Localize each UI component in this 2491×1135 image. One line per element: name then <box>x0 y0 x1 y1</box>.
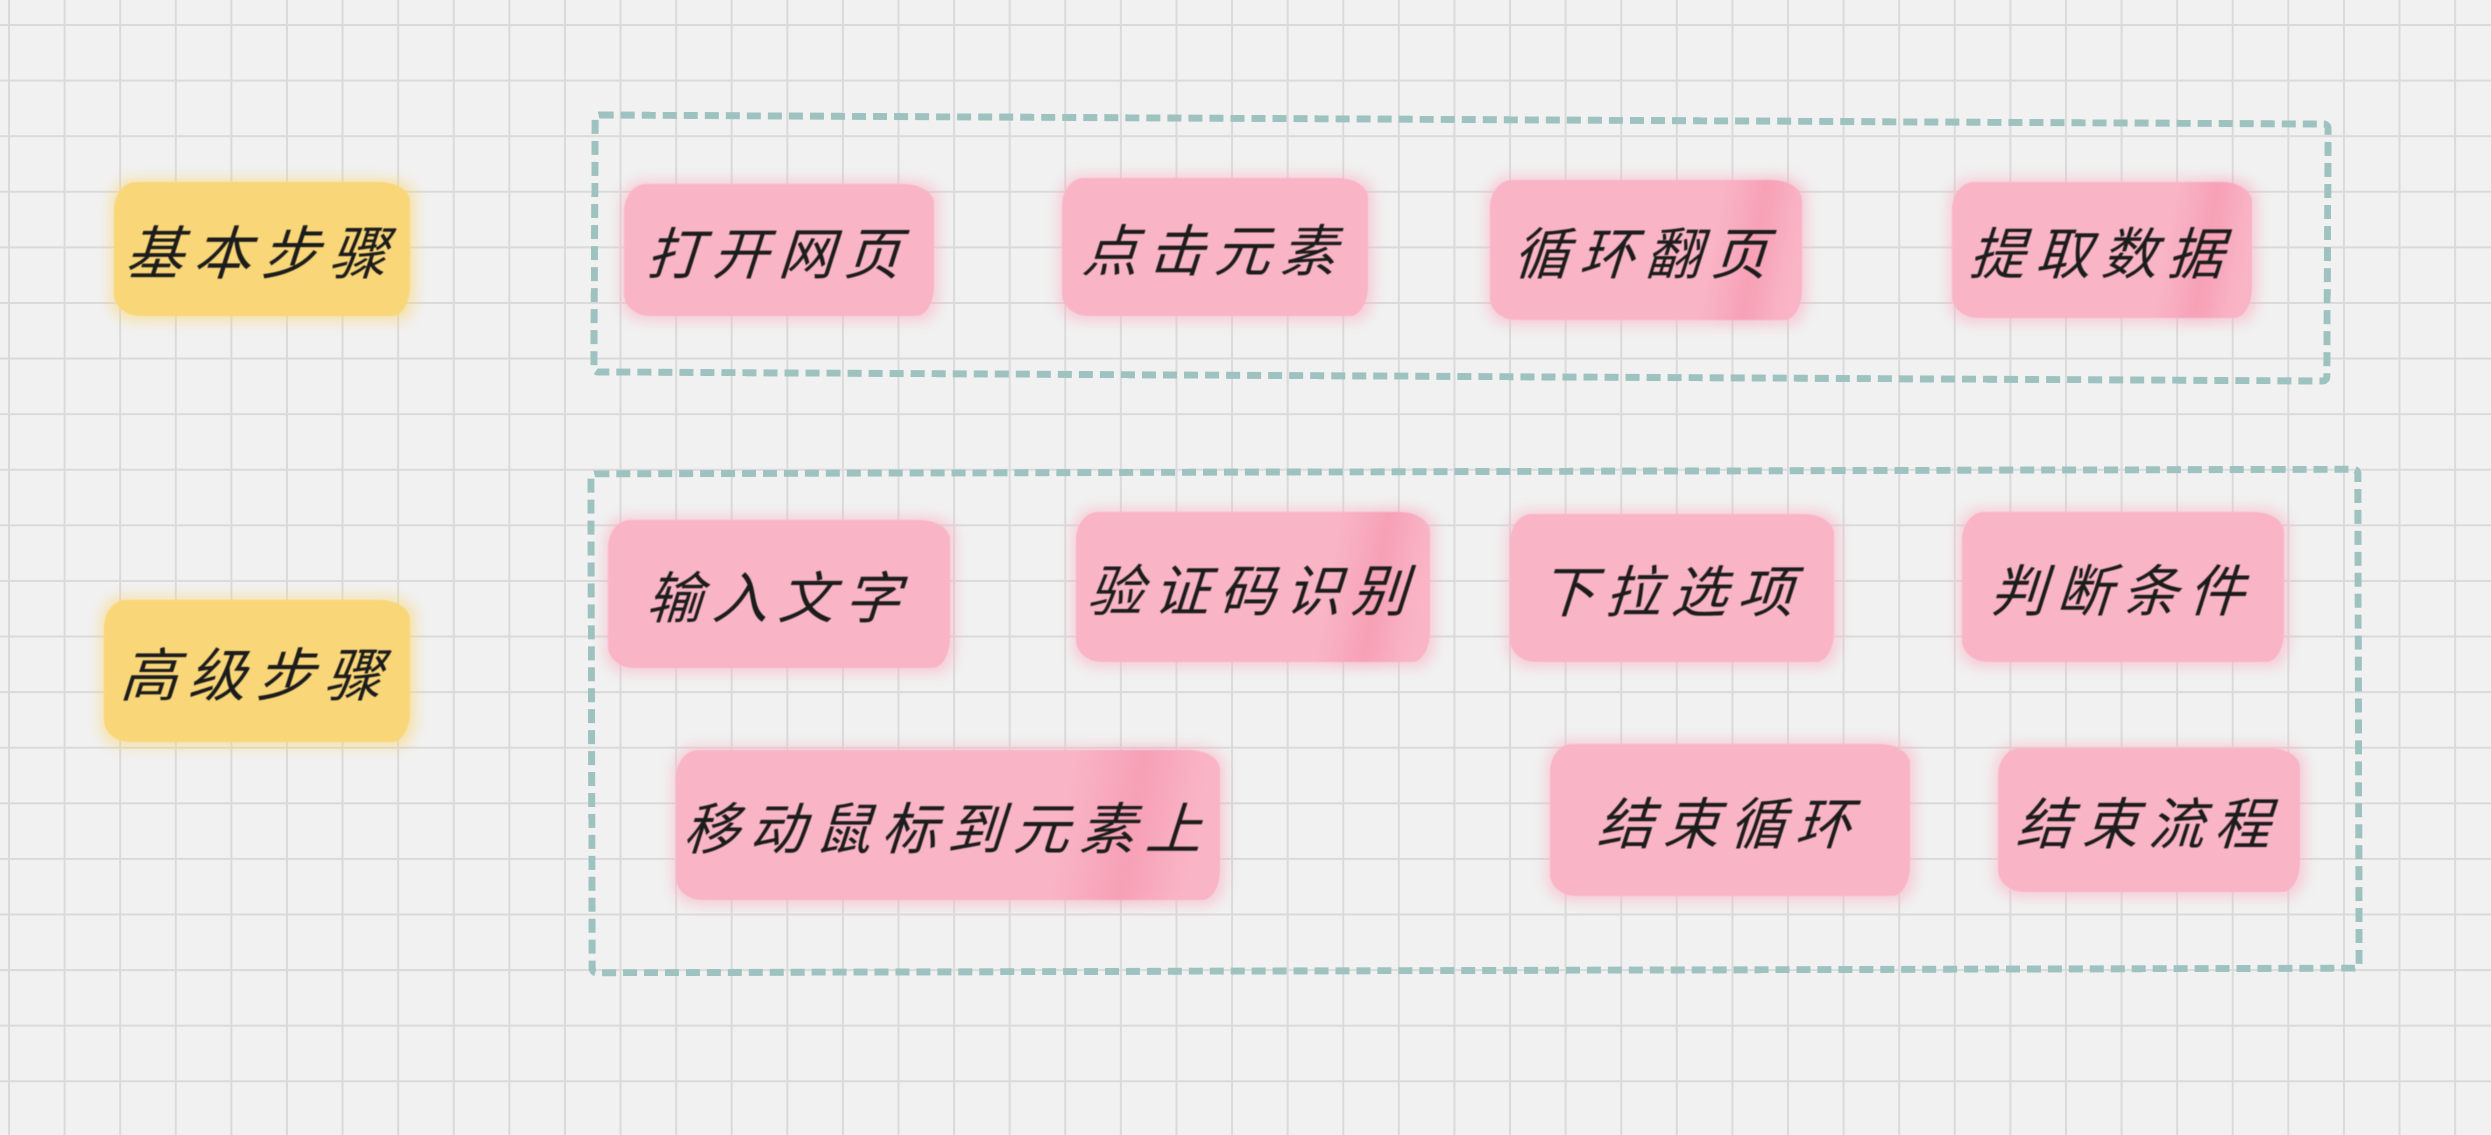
step-condition: 判断条件 <box>1962 512 2284 662</box>
category-basic-steps-label: 基本步骤 <box>123 220 401 288</box>
step-label: 点击元素 <box>1080 219 1349 285</box>
step-label: 判断条件 <box>1988 559 2257 625</box>
step-hover-element: 移动鼠标到元素上 <box>676 750 1220 900</box>
step-label: 提取数据 <box>1967 222 2236 288</box>
category-basic-steps: 基本步骤 <box>114 182 410 316</box>
step-end-loop: 结束循环 <box>1550 744 1910 896</box>
step-loop-paging: 循环翻页 <box>1490 180 1802 320</box>
category-advanced-steps: 高级步骤 <box>104 600 410 742</box>
step-label: 结束流程 <box>2014 792 2283 858</box>
step-dropdown-option: 下拉选项 <box>1510 514 1834 662</box>
step-label: 下拉选项 <box>1537 560 1806 626</box>
step-label: 移动鼠标到元素上 <box>681 797 1214 863</box>
step-label: 输入文字 <box>644 566 913 632</box>
step-extract-data: 提取数据 <box>1952 182 2252 318</box>
step-label: 结束循环 <box>1595 792 1864 858</box>
step-captcha-recognition: 验证码识别 <box>1076 512 1430 662</box>
category-advanced-steps-label: 高级步骤 <box>118 642 396 710</box>
step-click-element: 点击元素 <box>1062 178 1368 316</box>
step-label: 打开网页 <box>644 222 913 288</box>
step-open-webpage: 打开网页 <box>624 184 934 316</box>
step-label: 验证码识别 <box>1085 559 1420 625</box>
step-input-text: 输入文字 <box>608 520 950 668</box>
step-end-flow: 结束流程 <box>1998 748 2300 892</box>
step-label: 循环翻页 <box>1511 222 1780 288</box>
